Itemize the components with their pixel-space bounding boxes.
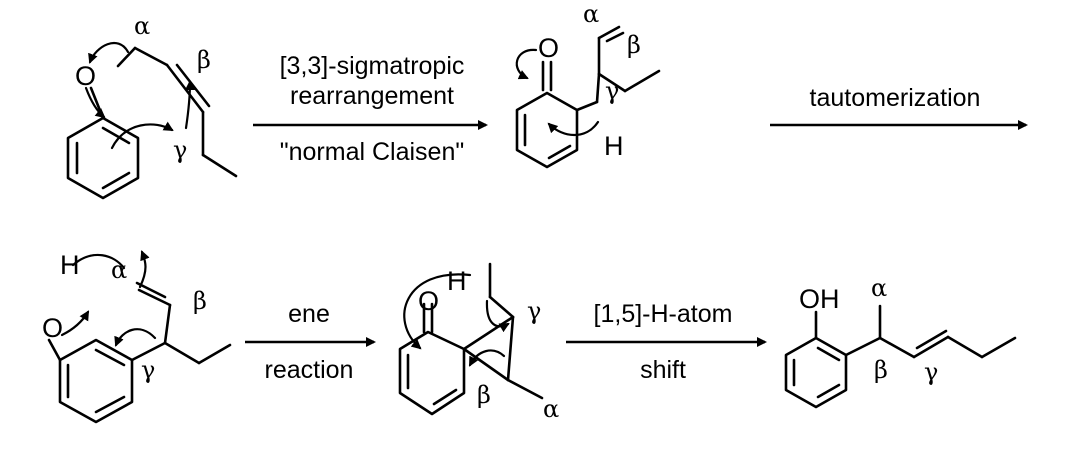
molecule-product-phenol bbox=[784, 304, 1017, 409]
step1-label-below: "normal Claisen" bbox=[280, 138, 465, 166]
step3-label-below: reaction bbox=[265, 356, 354, 384]
step4-label-above: [1,5]-H-atom bbox=[594, 300, 733, 328]
alpha-label-5: α bbox=[871, 274, 887, 302]
phenol-hydrogen-3: H bbox=[60, 250, 80, 280]
gamma-label-3: γ bbox=[141, 356, 155, 384]
product-hydroxyl: OH bbox=[799, 284, 840, 314]
alpha-label-2: α bbox=[583, 0, 599, 28]
migrating-hydrogen-4: H bbox=[447, 266, 467, 296]
step3-label-above: ene bbox=[288, 300, 330, 328]
alpha-label-4: α bbox=[543, 395, 559, 423]
beta-label-3: β bbox=[193, 287, 207, 315]
molecule-allyl-phenol bbox=[47, 250, 232, 424]
step1-label-line2: rearrangement bbox=[290, 82, 454, 110]
beta-label-4: β bbox=[477, 381, 491, 409]
carbonyl-oxygen-4: O bbox=[418, 286, 439, 316]
ether-oxygen: O bbox=[75, 61, 96, 91]
beta-label-5: β bbox=[874, 356, 888, 384]
gamma-label-2: γ bbox=[605, 77, 619, 105]
alpha-label-1: α bbox=[134, 12, 150, 40]
carbonyl-oxygen-2: O bbox=[538, 33, 559, 63]
step2-label: tautomerization bbox=[810, 84, 981, 112]
molecule-cyclopropane-intermediate bbox=[398, 262, 544, 416]
molecule-allyl-aryl-ether bbox=[66, 41, 238, 200]
gamma-label-1: γ bbox=[173, 136, 187, 164]
beta-label-1: β bbox=[197, 46, 211, 74]
beta-label-2: β bbox=[627, 31, 641, 59]
step1-label-line1: [3,3]-sigmatropic bbox=[280, 52, 465, 80]
gamma-label-5: γ bbox=[924, 358, 938, 386]
step4-label-below: shift bbox=[640, 356, 686, 384]
alpha-label-3: α bbox=[111, 256, 127, 284]
phenol-oxygen-3: O bbox=[42, 313, 63, 343]
molecule-dienone-intermediate bbox=[515, 25, 661, 169]
gamma-label-4: γ bbox=[527, 297, 541, 325]
ring-hydrogen-2: H bbox=[604, 131, 624, 161]
